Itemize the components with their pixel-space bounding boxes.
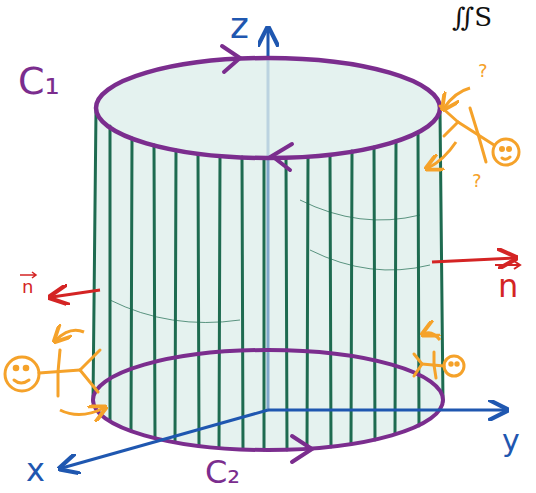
motion-arrow — [428, 142, 456, 168]
vector-hat — [495, 261, 520, 269]
axis-label: y — [502, 426, 520, 456]
y-axis — [268, 409, 505, 412]
cylinder-wall — [93, 58, 443, 450]
normal-vector — [52, 290, 100, 297]
motion-arrow — [424, 333, 440, 340]
top-curve — [96, 58, 440, 158]
motion-arrow — [60, 408, 104, 415]
motion-arrow — [444, 88, 470, 108]
normal-label: n — [22, 278, 33, 296]
curve-label: C₂ — [205, 456, 240, 488]
wall-hatching — [93, 110, 443, 450]
wall-scribble — [110, 200, 430, 323]
question-mark: ? — [472, 172, 482, 190]
stick-figure — [414, 352, 464, 378]
orientation-arrow — [222, 46, 240, 72]
question-mark: ? — [478, 62, 488, 80]
motion-arrow — [56, 330, 84, 340]
axis-label: x — [26, 454, 45, 486]
normal-label: n — [498, 270, 518, 302]
surface-integral: ∬S — [452, 4, 492, 30]
orientation-arrow — [292, 436, 312, 462]
axis-label: z — [230, 8, 249, 44]
curve-label: C₁ — [18, 62, 60, 100]
stick-figure — [440, 106, 519, 165]
cylinder-top-face — [96, 58, 440, 158]
stick-figure — [5, 350, 100, 396]
normal-vector — [432, 258, 514, 262]
orientation-arrow — [272, 144, 292, 170]
bottom-curve — [93, 350, 443, 450]
